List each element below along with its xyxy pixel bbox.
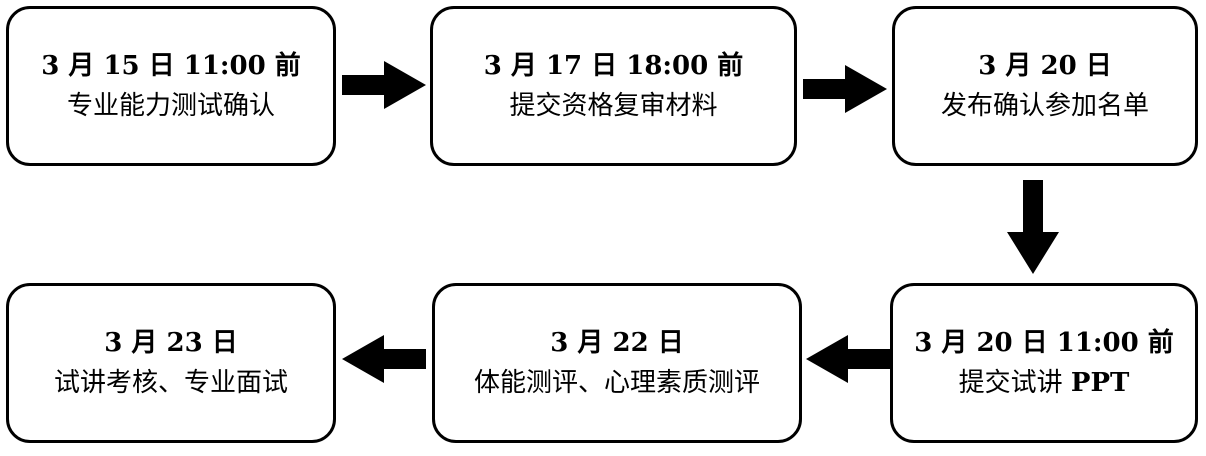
step-4-task-suffix: PPT xyxy=(1070,368,1130,398)
step-2-date: 3 月 17 日 18:00 前 xyxy=(483,51,744,81)
step-box-6: 3 月 23 日 试讲考核、专业面试 xyxy=(6,283,336,443)
step-box-4: 3 月 20 日 11:00 前 提交试讲 PPT xyxy=(890,283,1198,443)
step-box-1: 3 月 15 日 11:00 前 专业能力测试确认 xyxy=(6,6,336,166)
step-2-task: 提交资格复审材料 xyxy=(509,91,718,121)
step-4-date: 3 月 20 日 11:00 前 xyxy=(914,328,1174,358)
arrow-down xyxy=(1007,180,1059,274)
step-1-date: 3 月 15 日 11:00 前 xyxy=(41,51,301,81)
step-box-3: 3 月 20 日 发布确认参加名单 xyxy=(892,6,1198,166)
step-box-5: 3 月 22 日 体能测评、心理素质测评 xyxy=(432,283,802,443)
step-5-task: 体能测评、心理素质测评 xyxy=(473,368,760,398)
arrow-left-2 xyxy=(806,335,890,383)
step-6-task: 试讲考核、专业面试 xyxy=(53,368,288,398)
step-3-task: 发布确认参加名单 xyxy=(940,91,1149,121)
step-4-task: 提交试讲 xyxy=(958,368,1063,398)
arrow-left-1 xyxy=(342,335,426,383)
step-3-date: 3 月 20 日 xyxy=(978,51,1112,81)
step-box-2: 3 月 17 日 18:00 前 提交资格复审材料 xyxy=(430,6,797,166)
arrow-right-2 xyxy=(803,65,887,113)
step-1-task: 专业能力测试确认 xyxy=(66,91,275,121)
arrow-right-1 xyxy=(342,61,426,109)
step-4-task-line: 提交试讲 PPT xyxy=(959,363,1130,403)
step-5-date: 3 月 22 日 xyxy=(550,328,684,358)
step-6-date: 3 月 23 日 xyxy=(104,328,238,358)
